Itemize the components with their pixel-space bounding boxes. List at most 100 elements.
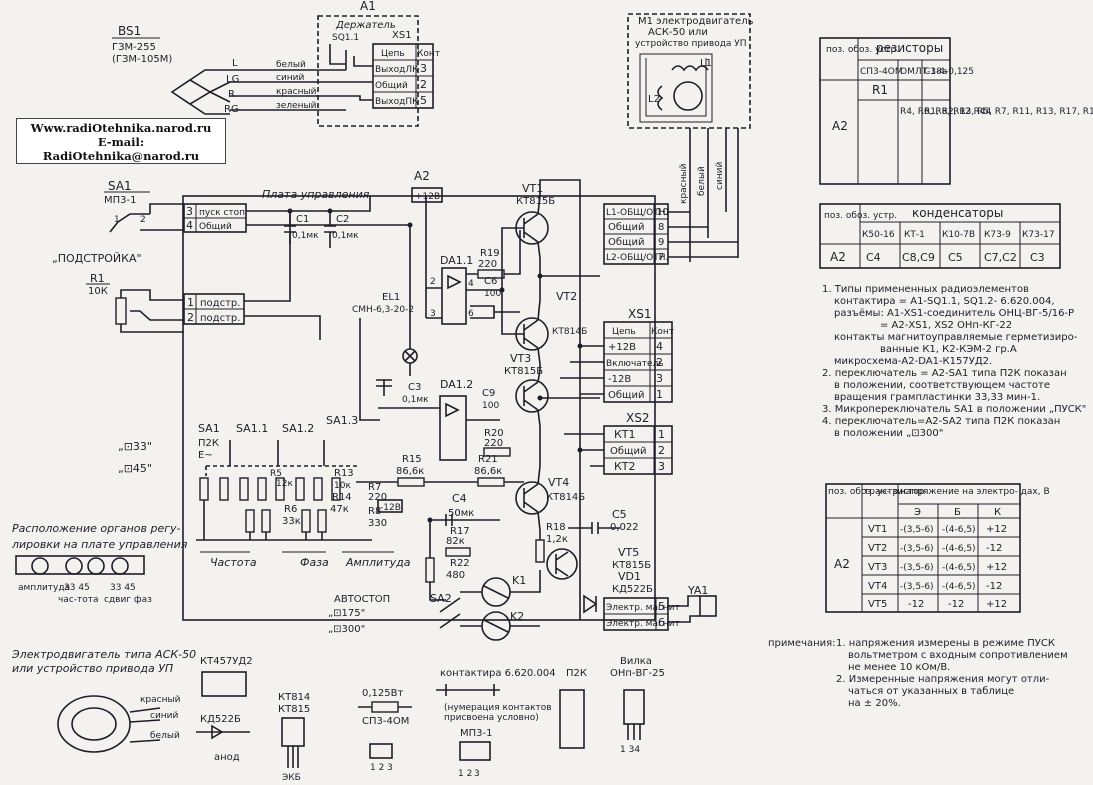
a1-row-2-num: 2	[420, 78, 427, 91]
c2-value: 0,1мк	[332, 231, 359, 241]
c9-ref: C9	[482, 388, 495, 399]
sa1a-ref: SA1.1	[236, 422, 268, 435]
r5-ref: R5	[270, 469, 282, 479]
vt2-ref: VT2	[556, 290, 577, 303]
caps-c1-c2: C1 0,1мк C2 0,1мк	[284, 211, 359, 248]
capacitor-table: конденсаторы поз. обоз. устр. К50-16 КТ-…	[819, 203, 1061, 269]
layout-line1: Расположение органов регу-	[12, 522, 181, 535]
label-ampl: Амплитуда	[345, 556, 411, 569]
website-watermark: Www.radiOtehnika.narod.ru E-mail: RadiOt…	[16, 118, 226, 164]
wire-white: белый	[276, 60, 306, 70]
r1-n2: 2	[187, 311, 194, 324]
layout-num2: 33 45	[110, 583, 136, 593]
a1-holder-label: Держатель	[335, 20, 396, 31]
sa1-row1: пуск стоп	[199, 208, 245, 218]
autostop-175: „⊡175"	[328, 608, 365, 619]
sa11-ref: SA1	[198, 422, 220, 435]
note-3: разъёмы: А1-XS1-соединитель ОНЦ-ВГ-5/16-…	[834, 308, 1074, 319]
volt-vt3-b: -(4-6,5)	[942, 563, 976, 573]
note-10: вращения грампластинки 33,33 мин-1.	[834, 392, 1040, 403]
res-table-c2: ОМЛТ-38а	[900, 67, 947, 77]
r17-ref: R17	[450, 526, 470, 537]
note-5: контакты магнитоуправляемые герметизиро-	[834, 332, 1078, 343]
c2-ref: C2	[336, 214, 349, 225]
k1-ref: K1	[512, 574, 526, 587]
note-6: ванные К1, К2-КЭМ-2 гр.А	[880, 344, 1017, 355]
res-table-title: резисторы	[876, 41, 943, 55]
m1-l2: L2	[648, 94, 660, 105]
vt5-type: КТ815Б	[612, 560, 651, 571]
volt-a2: A2	[834, 557, 850, 571]
board-ref: A2	[414, 169, 430, 183]
key-motor1: Электродвигатель типа АСК-50	[11, 648, 196, 661]
key-kontakt: контактира 6.620.004	[440, 668, 556, 679]
r1-row2: подстр.	[200, 313, 240, 324]
c1-ref: C1	[296, 214, 309, 225]
sa11-type: П2К	[198, 438, 219, 449]
a1-row-3-num: 5	[420, 94, 427, 107]
board-title: Плата управления	[262, 188, 370, 201]
da1-1-opamp: DA1.1 2 3 4 6	[425, 196, 502, 325]
sa1b-ref: SA1.2	[282, 422, 314, 435]
r14-ref: R14	[332, 492, 352, 503]
xs1-row1-num: 4	[656, 340, 663, 353]
c3-value: 0,1мк	[402, 395, 429, 405]
pos-45: „⊡45"	[118, 462, 152, 475]
cap-val-2: C8,C9	[902, 251, 935, 264]
r14-value: 10к	[334, 481, 351, 491]
volt-vt5-k: +12	[986, 599, 1007, 610]
speed-positions: „⊡33" „⊡45" АВТОСТОП „⊡175" „⊡300"	[118, 440, 390, 635]
xs2-row3-num: 3	[658, 460, 665, 473]
a1-holder: A1 Держатель XS1 SQ1.1 Цепь Конт ВыходЛК…	[317, 0, 440, 127]
motor-pin-10: L1-ОБЩ/ОТН.	[606, 208, 668, 218]
component-key: Электродвигатель типа АСК-50 или устройс…	[11, 648, 665, 783]
notes: 1. Типы примененных радиоэлементов конта…	[822, 284, 1086, 439]
volt-vt5-e: -12	[908, 599, 924, 610]
r22-ref: R22	[450, 558, 470, 569]
vd1-ref: VD1	[618, 570, 641, 583]
cap-col-4: К73-9	[984, 230, 1011, 240]
xs1-row4-num: 1	[656, 388, 663, 401]
volt-h1: поз. обоз. устр.	[828, 487, 901, 497]
r15-r21: R15 86,6к R21 86,6к	[356, 454, 524, 487]
c3-ref: C3	[408, 382, 421, 393]
xs1-row2-num: 2	[656, 356, 663, 369]
a1-row-1: ВыходЛК	[375, 65, 419, 75]
a1-col-circuit: Цепь	[381, 49, 405, 59]
vt1: VT1 КТ815Б	[515, 182, 555, 259]
note-9: в положении, соответствующем частоте	[834, 380, 1050, 391]
footnotes-title: примечания:	[768, 638, 836, 649]
note-7: микросхема-А2-DA1-К157УД2.	[834, 356, 992, 367]
a1-xs1: XS1	[392, 30, 412, 41]
m1-subtitle2: устройство привода УП	[635, 39, 747, 49]
pickup-wires: белый синий красный зеленый	[230, 60, 346, 111]
xs2-right-title: XS2	[626, 411, 649, 425]
key-p134: 1 34	[620, 745, 640, 755]
footnote-4: 2. Измеренные напряжения могут отли-	[836, 674, 1050, 685]
c4-r17-r22: C4 50мк R17 82к R22 480	[425, 492, 500, 601]
da11-ref: DA1.1	[440, 254, 473, 267]
r13-ref: R13	[334, 468, 354, 479]
footnotes: примечания: 1. напряжения измерены в реж…	[768, 638, 1068, 709]
motor-pin-7-num: 7	[658, 252, 664, 263]
res-table-r1: R1	[872, 83, 888, 97]
volt-vt2-b: -(4-6,5)	[942, 544, 976, 554]
vt1-type: КТ815Б	[516, 196, 555, 207]
volt-vt3-k: +12	[986, 562, 1007, 573]
key-p123: 1 2 3	[370, 763, 393, 773]
layout-shift: сдвиг фаз	[104, 595, 152, 605]
vt4-type: КТ814Б	[546, 492, 585, 503]
volt-vt4-b: -(4-6,5)	[942, 582, 976, 592]
vt2-type: КТ814Б	[552, 327, 587, 337]
key-sp3: СП3-4ОМ	[362, 716, 409, 727]
label-freq: Частота	[210, 556, 257, 569]
cap-table-h1: поз. обоз. устр.	[824, 211, 897, 221]
r8-value: 330	[368, 518, 387, 529]
r1-value: 10К	[88, 286, 108, 297]
key-anod: анод	[214, 752, 240, 763]
autostop-300: „⊡300"	[328, 624, 365, 635]
wire-green: зеленый	[276, 101, 317, 111]
note-2: контактира = А1-SQ1.1, SQ1.2- 6.620.004,	[834, 296, 1055, 307]
a1-col-contact: Конт	[417, 49, 440, 59]
wire-lg-label: LG	[226, 74, 239, 85]
